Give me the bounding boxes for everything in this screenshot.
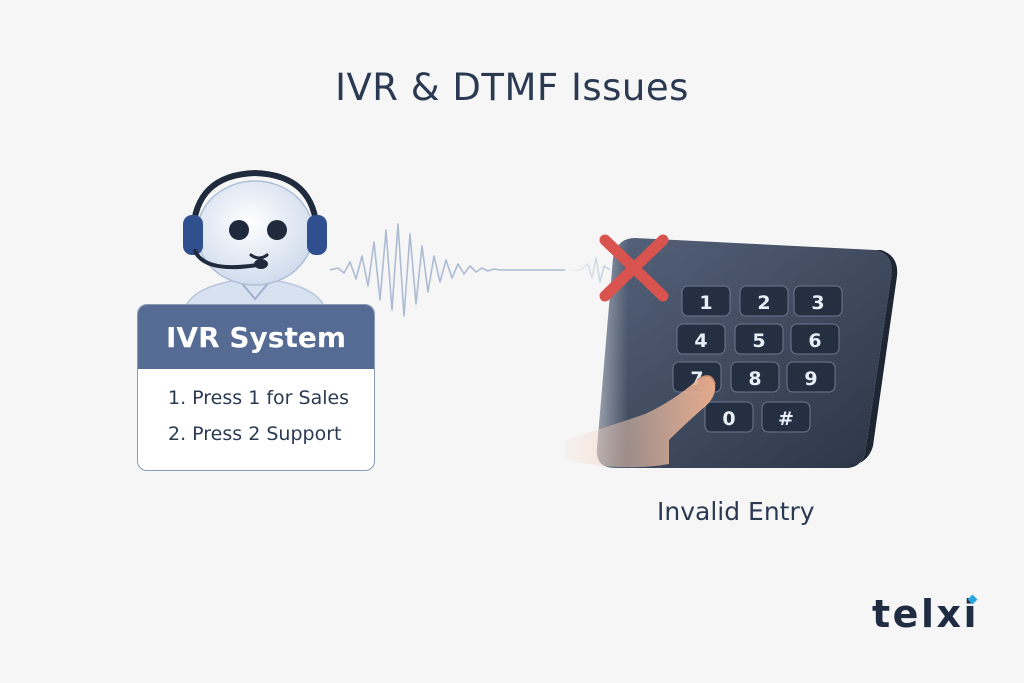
keypad-illustration: 1 2 3 4 5 6 7 8 9 0 # [565, 228, 898, 478]
finger-icon [565, 375, 716, 468]
error-cross-icon [599, 234, 669, 302]
key-3: 3 [793, 285, 843, 317]
robot-agent-icon [183, 169, 327, 308]
key-6: 6 [790, 323, 840, 355]
key-9-label: 9 [804, 368, 817, 390]
ivr-menu-item-support: 2. Press 2 Support [168, 423, 342, 445]
key-6-label: 6 [808, 330, 821, 352]
key-hash-label: # [778, 408, 794, 430]
invalid-entry-label: Invalid Entry [657, 497, 815, 526]
key-3-label: 3 [811, 292, 824, 314]
key-hash: # [761, 401, 811, 433]
ivr-menu-item-sales: 1. Press 1 for Sales [168, 387, 350, 409]
brand-logo: telxi [872, 592, 979, 636]
key-5-label: 5 [752, 330, 765, 352]
ivr-system-card: IVR System 1. Press 1 for Sales 2. Press… [137, 304, 375, 471]
key-9: 9 [786, 361, 836, 393]
key-8-label: 8 [748, 368, 761, 390]
key-2: 2 [739, 285, 789, 317]
page-title: IVR & DTMF Issues [335, 66, 689, 109]
ivr-card-title: IVR System [138, 305, 374, 369]
key-2-label: 2 [757, 292, 770, 314]
